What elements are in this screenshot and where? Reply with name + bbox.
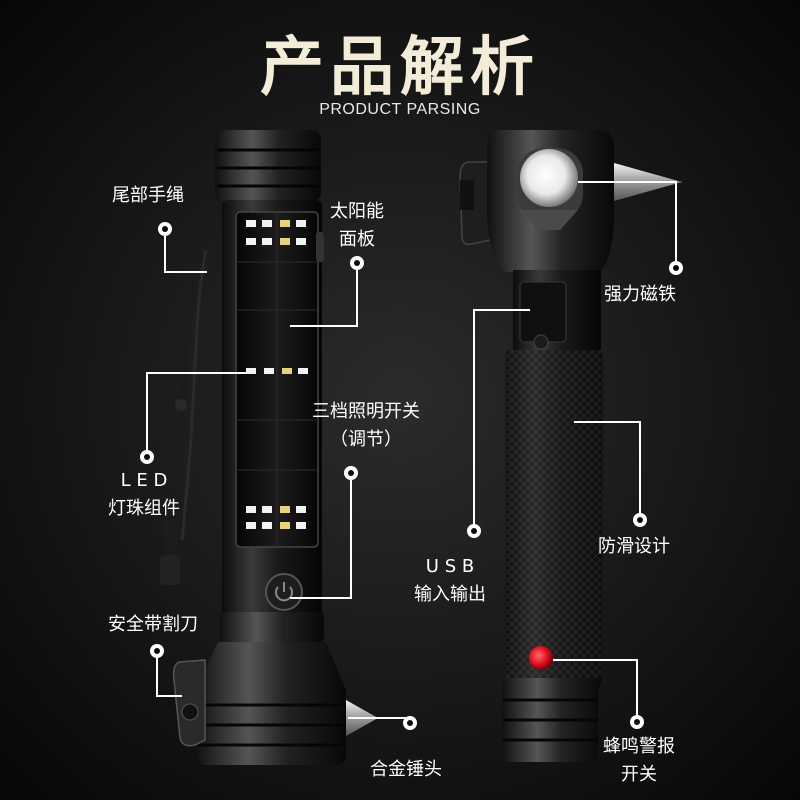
label-solar-panel: 太阳能 面板	[330, 201, 384, 250]
label-light-switch: 三档照明开关 （调节）	[312, 401, 420, 450]
label-tail-rope: 尾部手绳	[112, 185, 184, 206]
label-anti-slip: 防滑设计	[598, 536, 670, 557]
callout-lines	[146, 181, 677, 722]
label-hammer: 合金锤头	[370, 759, 442, 780]
label-alarm: 蜂鸣警报 开关	[603, 736, 675, 785]
label-belt-cutter: 安全带割刀	[108, 614, 198, 635]
label-led: L E D 灯珠组件	[108, 470, 180, 519]
page-subtitle: PRODUCT PARSING	[319, 101, 481, 118]
callout-markers	[140, 222, 683, 730]
page-title: 产品解析	[260, 31, 540, 105]
left-flashlight	[160, 130, 378, 765]
right-flashlight	[459, 130, 682, 762]
label-usb: U S B 输入输出	[414, 556, 486, 605]
label-magnet: 强力磁铁	[604, 284, 676, 305]
alarm-button	[529, 646, 553, 670]
